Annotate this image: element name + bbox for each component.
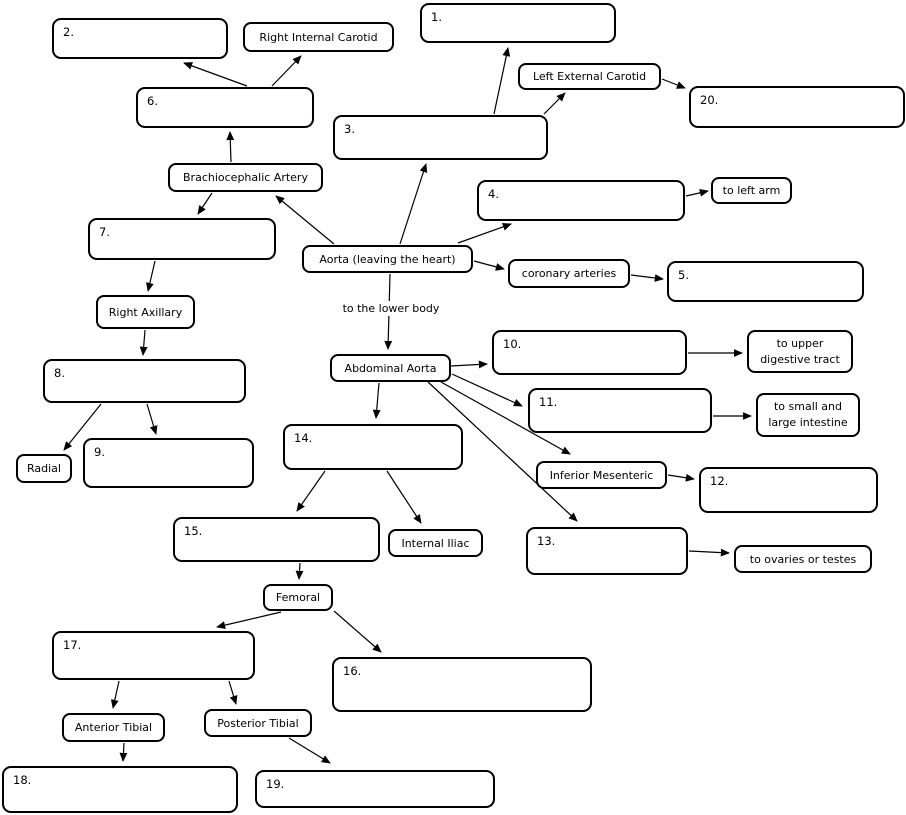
blank-box-8[interactable]: 8. [43,359,246,403]
label-to-the-lower-body: to the lower body [333,301,449,316]
arrow-abdominal-to-13 [427,381,578,522]
blank-box-4[interactable]: 4. [477,180,685,221]
blank-box-16[interactable]: 16. [332,657,592,712]
blank-20-label: 20. [700,93,719,107]
blank-box-11[interactable]: 11. [528,388,712,433]
node-femoral: Femoral [263,584,333,611]
blank-7-label: 7. [99,225,110,239]
blank-14-label: 14. [294,431,313,445]
blank-box-17[interactable]: 17. [52,631,255,680]
blank-4-label: 4. [488,187,499,201]
blank-box-9[interactable]: 9. [83,438,254,488]
arrow-abdominal-to-inferior-mesenteric [440,381,571,455]
blank-box-12[interactable]: 12. [699,467,878,513]
blank-box-18[interactable]: 18. [2,766,238,813]
blank-17-label: 17. [63,638,82,652]
blank-box-14[interactable]: 14. [283,424,463,470]
blank-18-label: 18. [13,773,32,787]
blank-box-10[interactable]: 10. [492,330,687,375]
arrow-3-to-left-external-carotid [543,92,566,115]
blank-box-3[interactable]: 3. [333,115,548,160]
arrow-3-to-1 [493,47,511,115]
blank-6-label: 6. [147,94,158,108]
arrow-aorta-to-brachiocephalic [275,195,335,245]
blank-box-19[interactable]: 19. [255,770,495,808]
node-posterior-tibial: Posterior Tibial [204,709,312,737]
node-to-small-and-large-intestine: to small and large intestine [756,393,860,437]
blank-1-label: 1. [431,10,442,24]
node-to-upper-digestive-tract: to upper digestive tract [747,330,853,373]
arrow-aorta-to-3 [399,163,428,245]
blank-2-label: 2. [63,25,74,39]
blank-5-label: 5. [678,268,689,282]
arrow-15-to-femoral [295,562,304,580]
blank-13-label: 13. [537,534,556,548]
blank-box-7[interactable]: 7. [88,218,276,260]
arrow-abdominal-to-14 [372,382,381,419]
arrow-femoral-to-16 [333,610,382,653]
blank-16-label: 16. [343,664,362,678]
node-right-axillary: Right Axillary [96,295,195,329]
node-left-external-carotid: Left External Carotid [518,63,661,90]
arrow-left-external-carotid-to-20 [661,78,686,89]
arrow-inferior-mesenteric-to-12 [667,473,695,482]
node-internal-iliac: Internal Iliac [388,529,483,557]
node-radial: Radial [16,454,72,483]
node-to-ovaries-or-testes: to ovaries or testes [734,545,872,573]
blank-box-1[interactable]: 1. [420,3,616,43]
arrow-femoral-to-17 [216,611,282,629]
arrow-17-to-anterior-tibial [110,680,120,709]
arrow-4-to-left-arm [685,188,709,197]
arrow-posterior-tibial-to-19 [288,737,331,764]
arrow-abdominal-to-10 [450,360,488,369]
node-inferior-mesenteric: Inferior Mesenteric [536,461,667,489]
arrow-8-to-9 [146,403,158,435]
node-to-left-arm: to left arm [711,177,792,204]
blank-box-20[interactable]: 20. [689,86,905,128]
node-anterior-tibial: Anterior Tibial [62,713,165,742]
arrow-13-to-ovaries-testes [688,548,730,557]
arrow-aorta-to-4 [457,223,512,244]
arrow-14-to-internal-iliac [386,470,422,524]
arrow-6-to-right-internal-carotid [271,55,302,87]
arrow-anterior-tibial-to-18 [119,742,128,762]
blank-12-label: 12. [710,474,729,488]
arrow-coronary-to-5 [630,274,664,282]
blank-box-15[interactable]: 15. [173,517,380,562]
blank-9-label: 9. [94,445,105,459]
node-brachiocephalic-artery: Brachiocephalic Artery [168,163,323,192]
arrow-abdominal-to-11 [451,373,523,407]
blank-box-13[interactable]: 13. [526,527,688,575]
node-coronary-arteries: coronary arteries [508,259,630,288]
node-abdominal-aorta: Abdominal Aorta [330,354,451,382]
arrow-7-to-right-axillary [146,260,156,292]
blank-box-5[interactable]: 5. [667,261,864,302]
arrow-right-axillary-to-8 [139,329,148,356]
arrow-14-to-15 [296,470,326,512]
blank-box-6[interactable]: 6. [136,87,314,128]
node-right-internal-carotid: Right Internal Carotid [243,22,394,52]
arrow-brachiocephalic-to-7 [197,192,213,215]
blank-3-label: 3. [344,122,355,136]
blank-11-label: 11. [539,395,558,409]
arrow-aorta-to-coronary [473,260,505,271]
blank-box-2[interactable]: 2. [52,18,228,59]
arrow-6-to-2 [183,62,248,87]
arrow-8-to-radial [63,403,102,451]
node-aorta: Aorta (leaving the heart) [302,245,473,273]
blank-10-label: 10. [503,337,522,351]
arrow-17-to-posterior-tibial [228,680,238,705]
blank-19-label: 19. [266,777,285,791]
arrow-brachiocephalic-to-6 [226,131,235,163]
blank-15-label: 15. [184,524,203,538]
blank-8-label: 8. [54,366,65,380]
